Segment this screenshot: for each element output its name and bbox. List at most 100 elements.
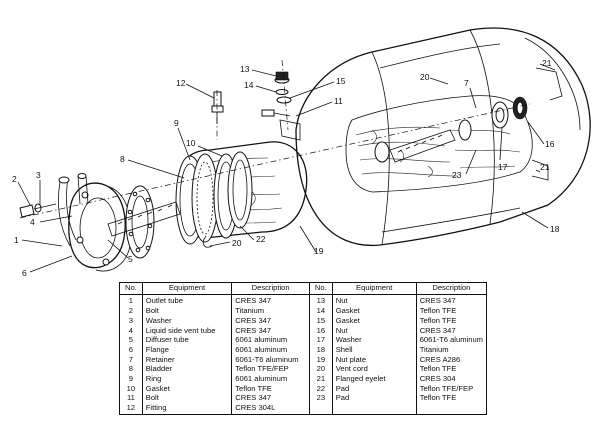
cell-description: Teflon TFE — [415, 394, 487, 405]
callout-18: 18 — [550, 224, 560, 234]
cell-equipment: Vent cord — [331, 365, 417, 376]
cell-equipment: Washer — [331, 336, 417, 346]
cell-equipment: Liquid side vent tube — [141, 326, 232, 337]
table-header-row: No. Equipment Description No. Equipment … — [119, 282, 488, 295]
callout-22: 22 — [256, 234, 266, 244]
cell-no: 9 — [119, 375, 143, 385]
cell-no: 18 — [308, 345, 333, 356]
cell-no: 22 — [308, 384, 333, 395]
rings — [175, 151, 253, 248]
cell-description: CRES A286 — [415, 355, 487, 366]
cell-equipment: Bolt — [141, 394, 232, 405]
cell-equipment: Nut — [331, 294, 417, 308]
callout-17: 17 — [498, 162, 508, 172]
cell-description: Titanium — [231, 307, 310, 317]
cell-no: 4 — [119, 326, 143, 337]
callout-14: 14 — [244, 80, 254, 90]
cell-no: 20 — [308, 365, 333, 376]
cell-no: 5 — [119, 336, 143, 346]
callout-5: 5 — [128, 254, 133, 264]
callout-12: 12 — [176, 78, 186, 88]
cell-no: 16 — [308, 326, 333, 337]
cell-equipment: Gasket — [331, 307, 417, 317]
callout-21a: 21 — [542, 58, 552, 68]
cell-no: 21 — [308, 375, 333, 385]
header-description: Description — [231, 282, 310, 295]
cell-description: Teflon TFE — [415, 316, 487, 327]
cell-no — [308, 404, 333, 415]
cell-description: Teflon TFE/FEP — [415, 384, 487, 395]
cell-description: CRES 347 — [415, 326, 487, 337]
cell-no: 11 — [119, 394, 143, 405]
callout-23: 23 — [452, 170, 462, 180]
cell-equipment: Gasket — [141, 384, 232, 395]
callout-11: 11 — [334, 96, 343, 106]
cell-no: 12 — [119, 403, 143, 415]
cell-equipment: Outlet tube — [141, 294, 232, 308]
cell-description — [415, 404, 487, 415]
cell-equipment — [331, 404, 417, 415]
cell-no: 2 — [119, 307, 143, 317]
callout-20a: 20 — [232, 238, 242, 248]
callout-20b: 20 — [420, 72, 430, 82]
cell-no: 3 — [119, 316, 143, 327]
cell-description: Teflon TFE — [415, 365, 487, 376]
callout-1: 1 — [14, 235, 19, 245]
cell-description: 6061 aluminum — [231, 336, 310, 346]
callout-leaders — [17, 63, 556, 273]
header-equipment: Equipment — [141, 282, 233, 295]
bolt-washer — [19, 203, 57, 218]
cell-equipment: Shell — [331, 345, 417, 356]
callout-9: 9 — [174, 118, 179, 128]
cell-description: CRES 347 — [231, 294, 310, 308]
cell-description: CRES 347 — [231, 316, 310, 327]
cell-equipment: Gasket — [331, 316, 417, 327]
cell-no: 1 — [119, 294, 143, 308]
callout-6: 6 — [22, 268, 27, 278]
callout-2: 2 — [12, 174, 17, 184]
callout-labels: 1 2 3 4 5 6 7 8 9 10 11 12 13 14 15 16 1… — [12, 58, 560, 278]
callout-19: 19 — [314, 246, 324, 256]
cell-description: CRES 304L — [231, 403, 310, 415]
callout-13: 13 — [240, 64, 250, 74]
cell-no: 6 — [119, 345, 143, 356]
cell-description: 6061 aluminum — [231, 375, 310, 385]
cell-description: CRES 347 — [415, 294, 487, 308]
cell-no: 10 — [119, 384, 143, 395]
cell-description: 6061-T6 aluminum — [231, 355, 310, 366]
header-description: Description — [415, 282, 488, 295]
cell-description: 6061-T6 aluminum — [415, 336, 487, 346]
cell-no: 13 — [308, 294, 333, 308]
cell-equipment: Washer — [141, 316, 232, 327]
callout-21b: 21 — [540, 162, 550, 172]
callout-16: 16 — [545, 139, 555, 149]
flange — [58, 173, 181, 272]
cell-description: 6061 aluminum — [231, 345, 310, 356]
cell-description: CRES 347 — [231, 326, 310, 337]
cell-equipment: Fitting — [141, 403, 232, 415]
callout-10: 10 — [186, 138, 196, 148]
cell-no: 19 — [308, 355, 333, 366]
cell-equipment: Flange — [141, 345, 232, 356]
parts-table: No. Equipment Description No. Equipment … — [119, 282, 488, 415]
cell-equipment: Pad — [331, 394, 417, 405]
cell-equipment: Flanged eyelet — [331, 375, 417, 385]
cell-description: Teflon TFE/FEP — [231, 365, 310, 376]
callout-4: 4 — [30, 217, 35, 227]
cell-equipment: Retainer — [141, 355, 232, 366]
callout-7: 7 — [464, 78, 469, 88]
cell-description: CRES 304 — [415, 375, 487, 385]
cell-equipment: Nut plate — [331, 355, 417, 366]
cell-equipment: Pad — [331, 384, 417, 395]
cell-equipment: Diffuser tube — [141, 336, 232, 346]
header-no: No. — [119, 282, 143, 295]
